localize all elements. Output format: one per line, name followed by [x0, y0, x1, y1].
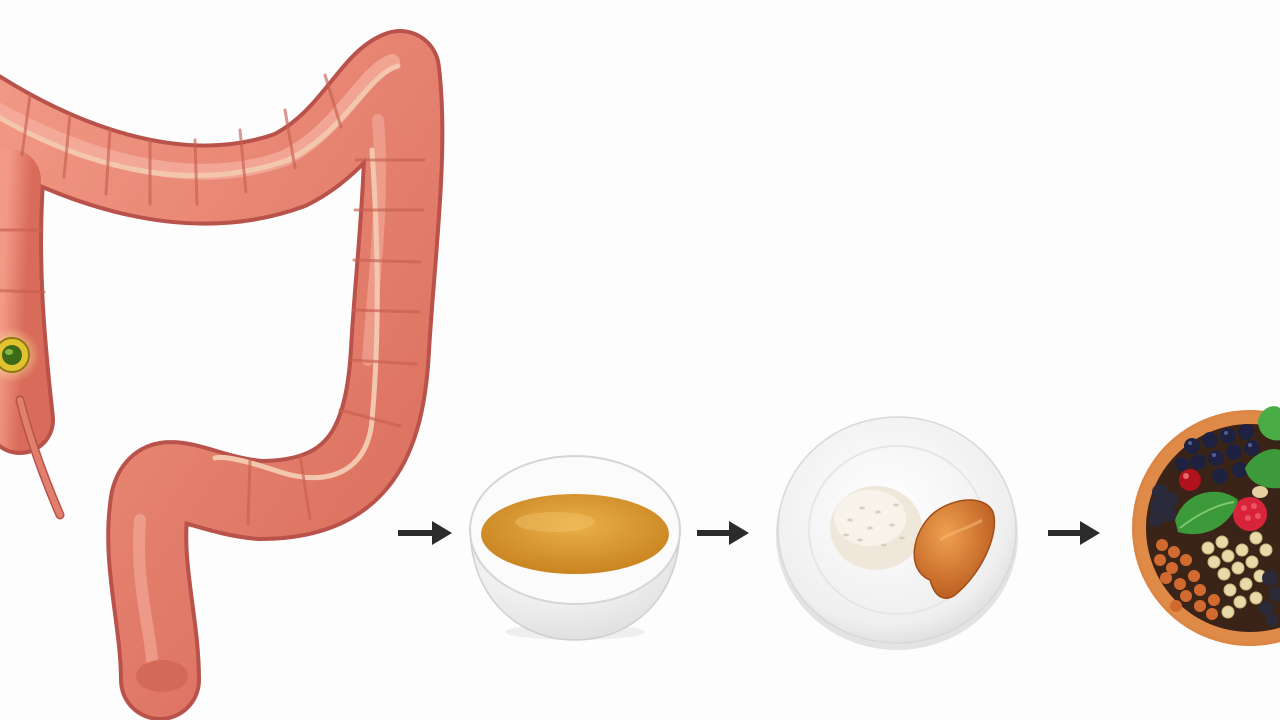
broth-bowl-icon [469, 455, 681, 641]
fruit-legume-bowl-icon [1132, 406, 1280, 646]
blueberry-icon [1175, 424, 1260, 484]
arrow-icon [398, 521, 452, 545]
blackberry-icon [1149, 484, 1178, 527]
rice-chicken-plate-icon [776, 416, 1018, 650]
rice-mound-icon [830, 486, 922, 570]
arrow-icon [697, 521, 749, 545]
arrow-icon [1048, 521, 1100, 545]
spinach-leaf-icon [1175, 406, 1280, 535]
cherry-icon [1179, 469, 1201, 491]
polyp-marker-icon [0, 327, 40, 383]
raspberry-icon [1233, 497, 1267, 531]
chicken-breast-icon [913, 499, 996, 599]
colon-illustration [0, 29, 445, 720]
